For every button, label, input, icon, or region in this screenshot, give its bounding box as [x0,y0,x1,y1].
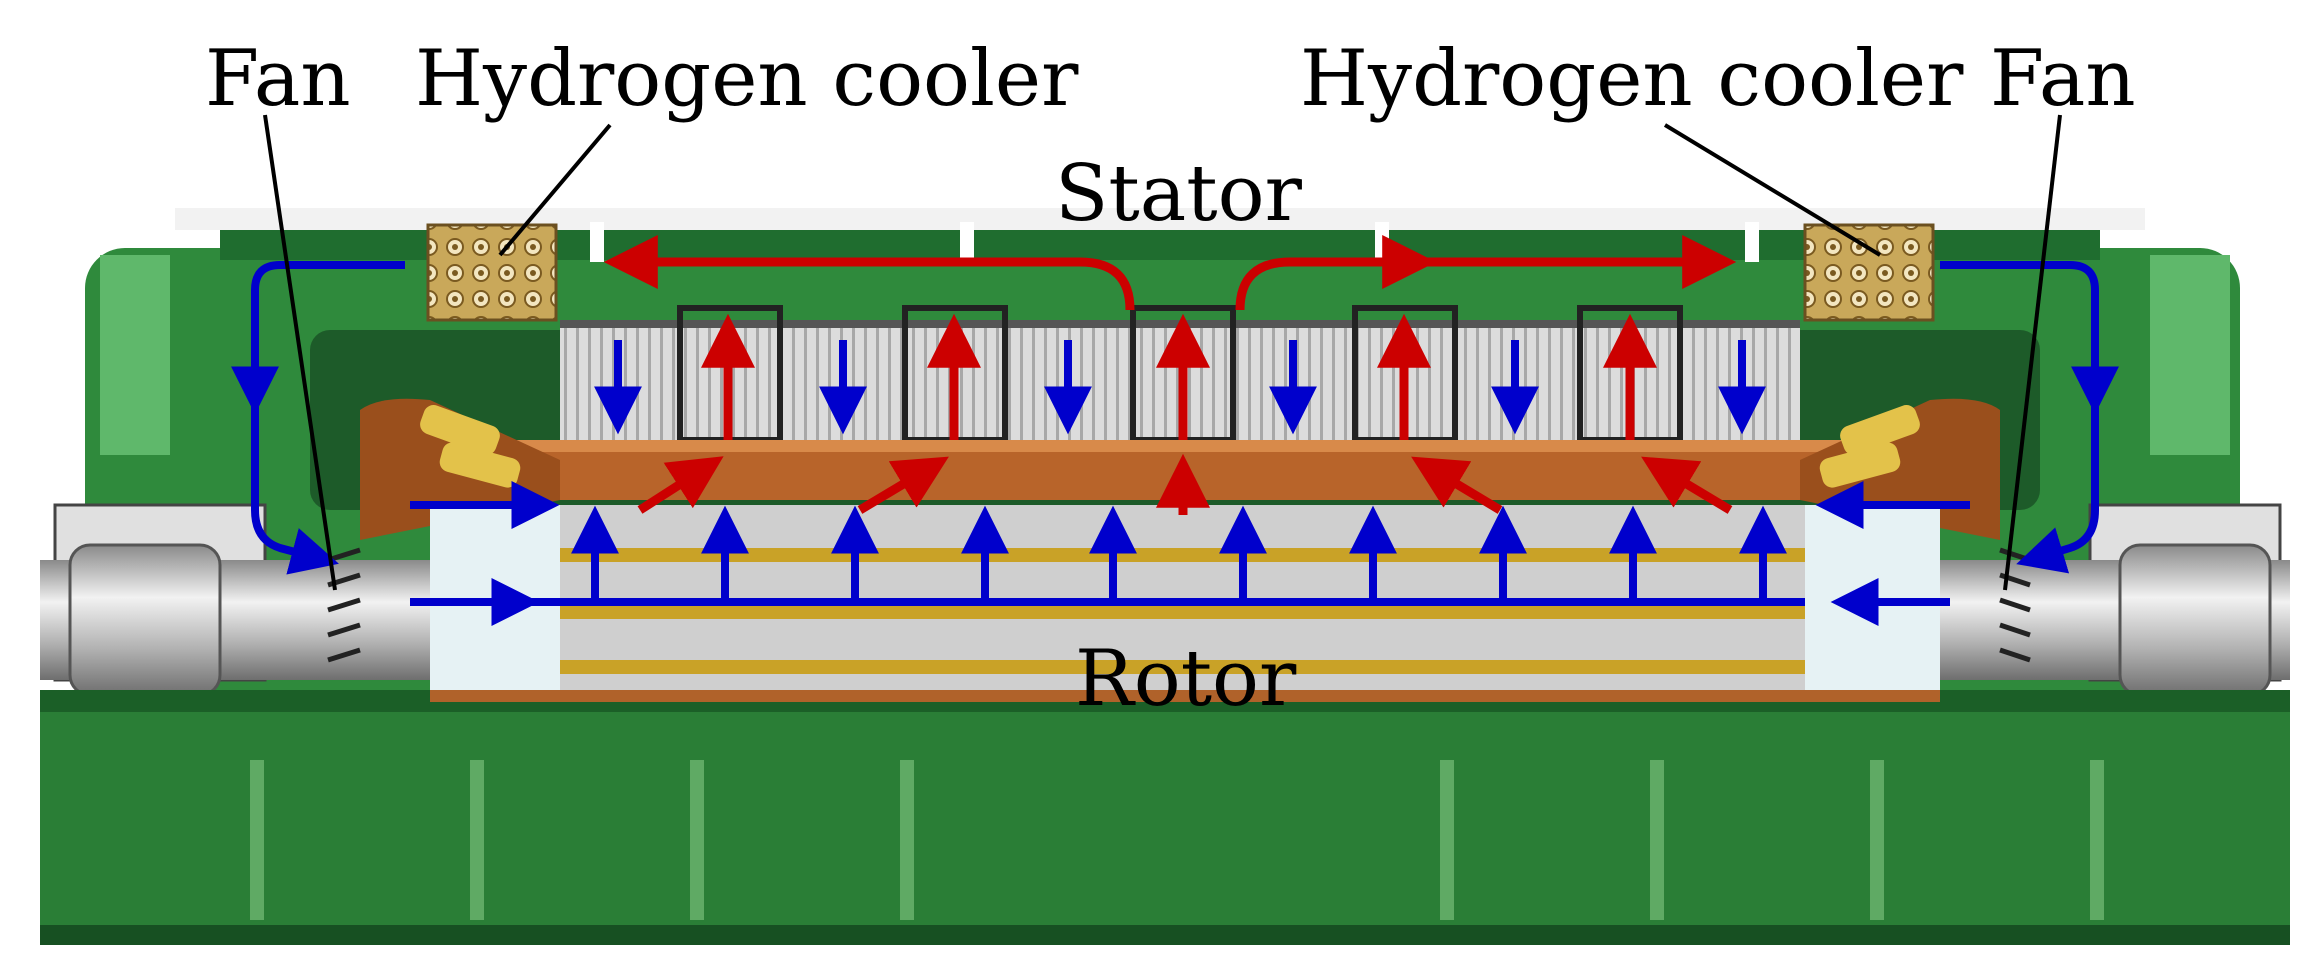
label-hydrogen-cooler-right: Hydrogen cooler [1300,34,1964,124]
label-stator: Stator [1055,149,1303,239]
label-rotor: Rotor [1075,634,1297,724]
label-fan-left: Fan [205,34,351,124]
hot-gas-flow-arrows [603,235,1737,515]
cold-gas-flow-arrows [231,261,2119,626]
hydrogen-cooler-right [1803,223,1935,322]
hydrogen-cooler-left [426,223,558,322]
label-leader-lines [263,114,2062,591]
label-fan-right: Fan [1990,34,2136,124]
label-hydrogen-cooler-left: Hydrogen cooler [415,34,1079,124]
generator-base [40,690,2290,945]
fan-left-blades [327,547,361,663]
